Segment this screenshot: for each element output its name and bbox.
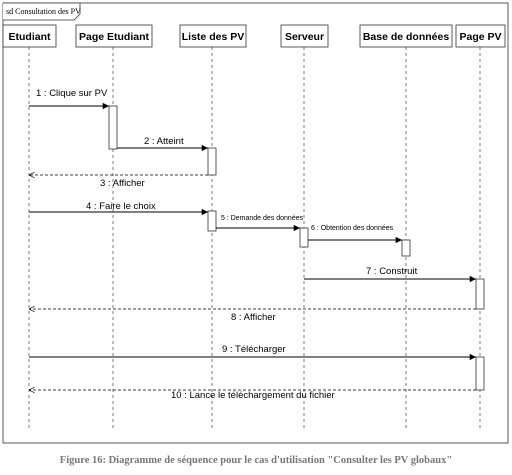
lifeline-label: Liste des PV [182, 31, 244, 43]
message-label: 1 : Clique sur PV [36, 88, 108, 99]
lifeline-label: Serveur [285, 31, 324, 43]
frame-label: sd Consultation des PV [6, 7, 81, 16]
message-label: 5 : Demande des données [221, 215, 304, 222]
frame-border [2, 2, 509, 444]
message-label: 7 : Construit [366, 266, 418, 277]
lifeline-head [2, 24, 57, 48]
activation-bar [108, 105, 118, 150]
lifeline-serveur: Serveur [280, 24, 329, 430]
message-label: 8 : Afficher [231, 312, 276, 323]
lifeline-head [75, 24, 153, 48]
frame-tab [3, 2, 81, 21]
activation-bar [207, 210, 217, 232]
message-label: 10 : Lance le téléchargement du fichier [171, 390, 335, 401]
lifeline-head [280, 24, 329, 48]
activation-bar [475, 356, 485, 391]
message-label: 9 : Télécharger [222, 344, 286, 355]
activation-bar [401, 239, 411, 257]
lifeline-label: Etudiant [9, 31, 51, 43]
activation-bar [475, 278, 485, 310]
figure-caption: Figure 16: Diagramme de séquence pour le… [59, 455, 453, 466]
lifeline-etudiant: Etudiant [2, 24, 57, 430]
lifeline-liste-pv: Liste des PV [179, 24, 247, 430]
activation-bar [299, 227, 309, 248]
lifeline-base-de-donnees: Base de données [359, 24, 453, 430]
lifeline-head [179, 24, 247, 48]
message-label: 6 : Obtention des données [311, 225, 394, 232]
lifeline-head [455, 24, 506, 48]
message-label: 4 : Faire le choix [86, 201, 156, 212]
diagram-canvas: sd Consultation des PV Etudiant Page Etu… [2, 2, 509, 444]
message-label: 2 : Atteint [144, 136, 184, 147]
activation-bar [207, 147, 217, 176]
lifeline-label: Base de données [363, 31, 450, 43]
lifeline-label: Page PV [459, 31, 501, 43]
lifeline-label: Page Etudiant [79, 31, 150, 43]
lifeline-page-etudiant: Page Etudiant [75, 24, 153, 430]
message-label: 3 : Afficher [100, 178, 145, 189]
